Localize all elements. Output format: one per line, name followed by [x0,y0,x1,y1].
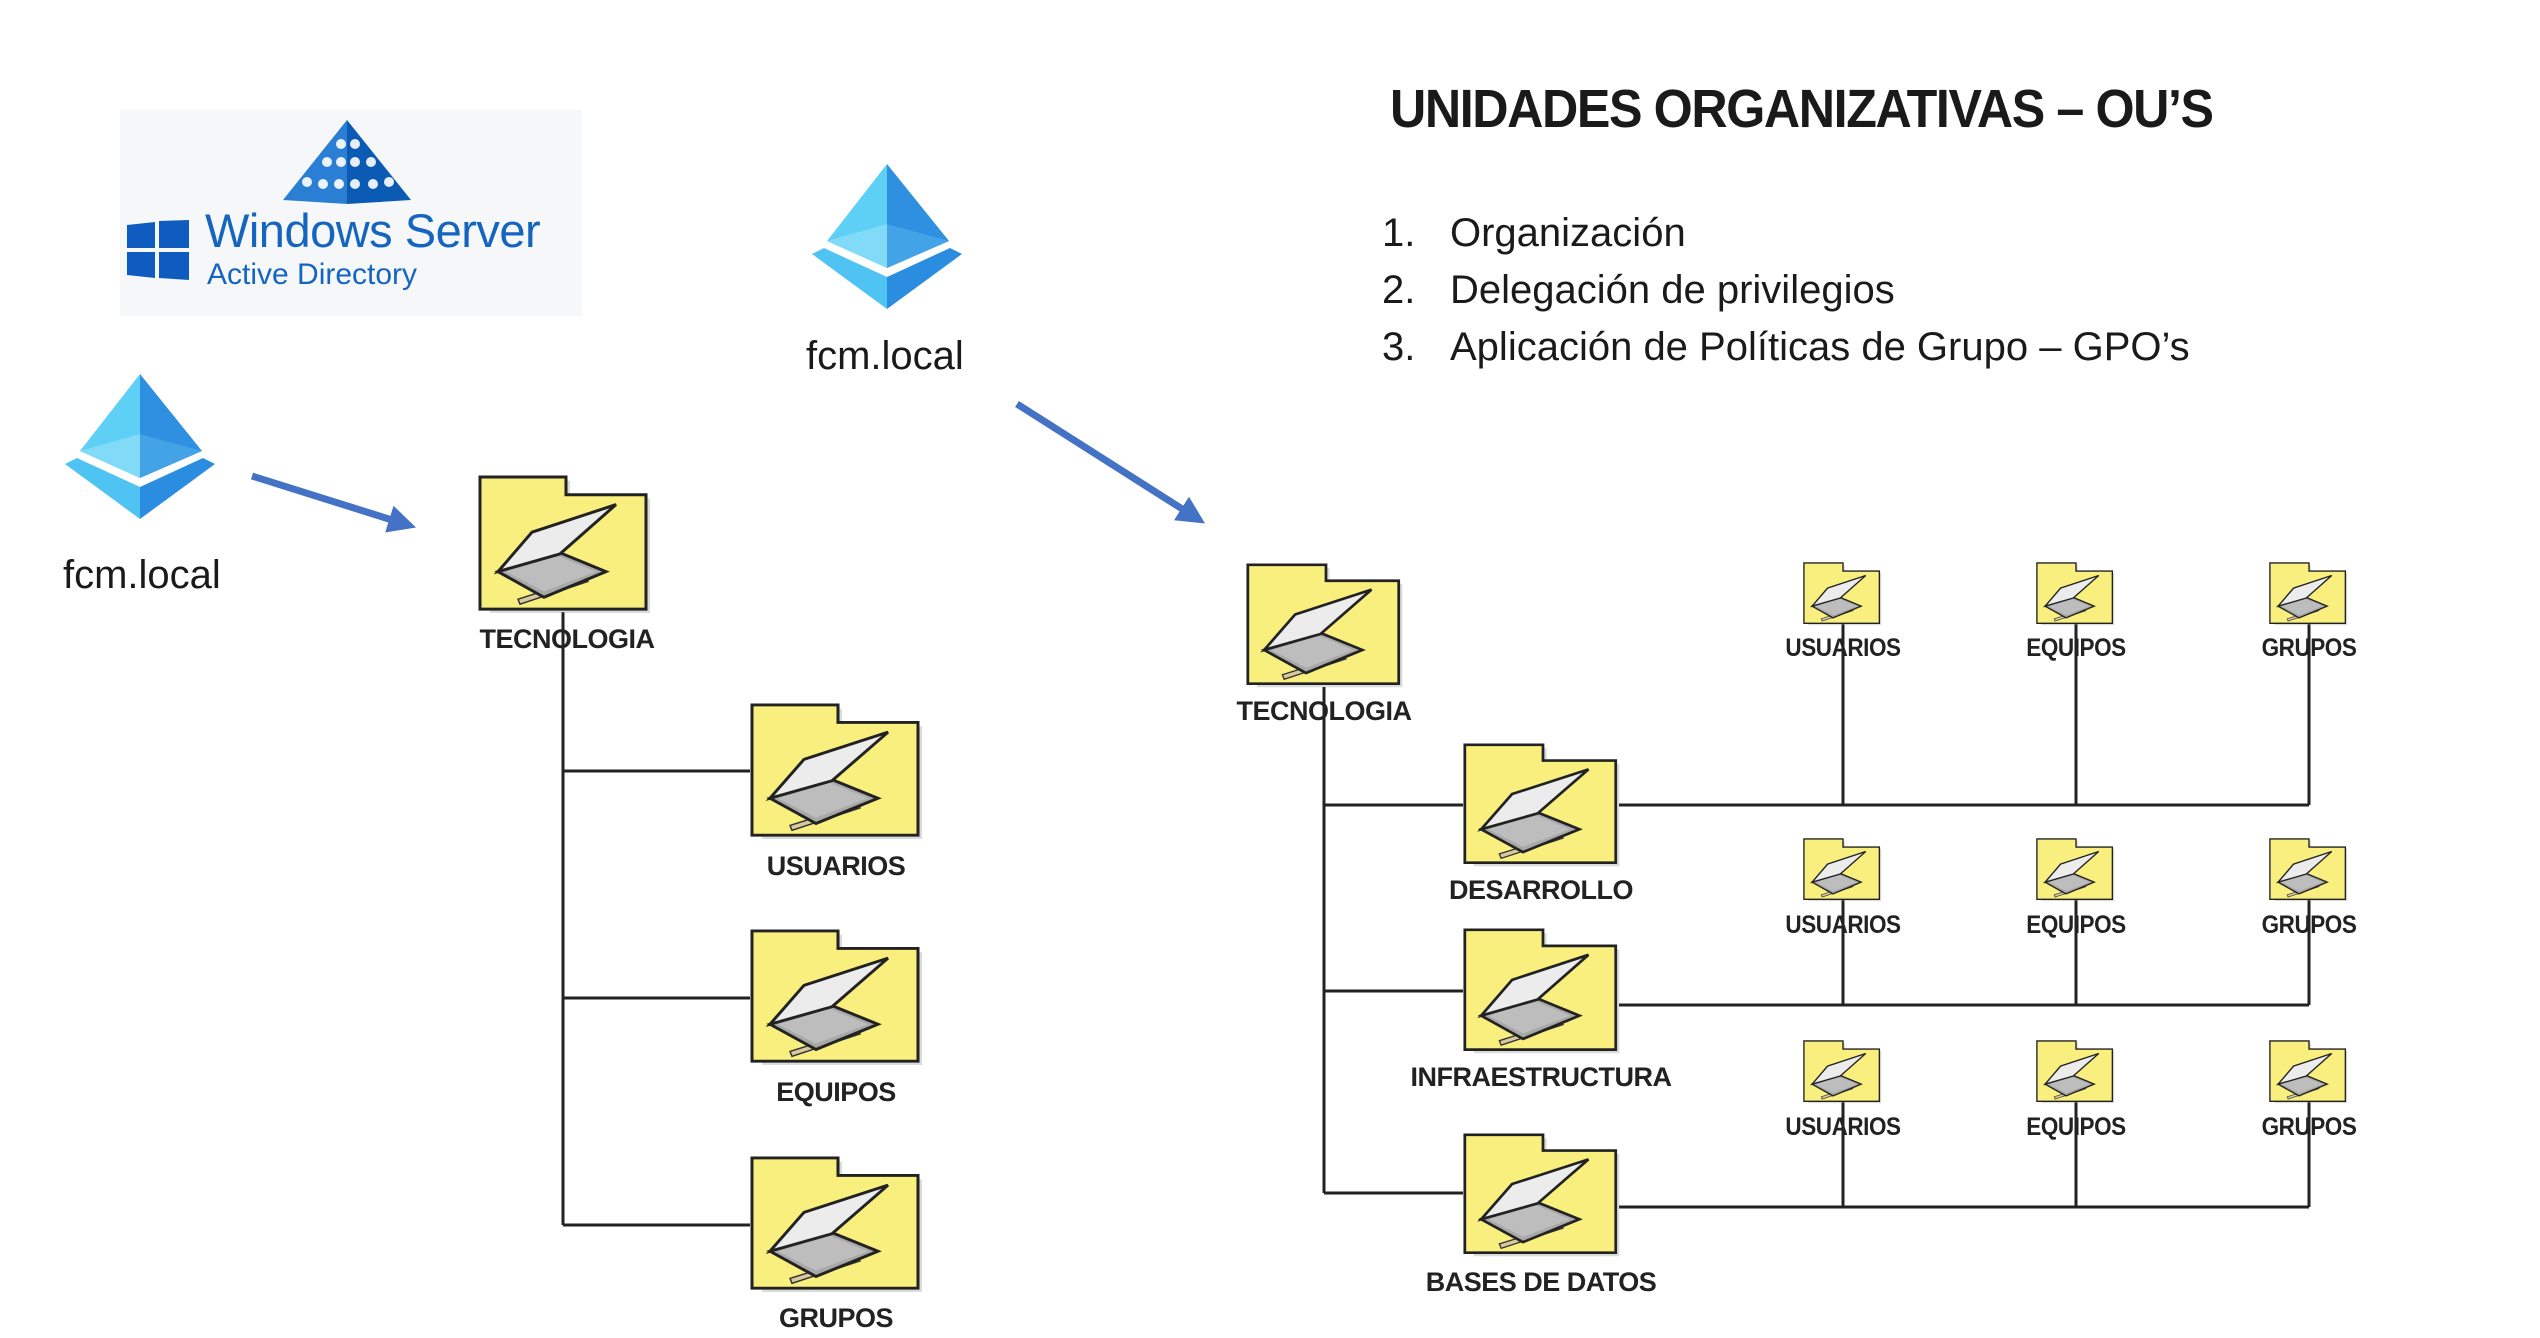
ou-folder-icon [2036,838,2115,902]
ou-label: GRUPOS [2261,911,2357,939]
ou-folder-icon [750,703,922,840]
ou-folder-equipos-left[interactable] [750,929,926,1067]
ou-folder-desarrollo-grupos[interactable] [2269,562,2349,626]
slide-title: UNIDADES ORGANIZATIVAS – OU’S [1390,79,2214,139]
ou-label: EQUIPOS [2026,634,2126,662]
ou-label: BASES DE DATOS [1425,1267,1657,1297]
ou-folder-desarrollo[interactable] [1463,743,1623,868]
ou-folder-bases-usuarios[interactable] [1803,1040,1883,1104]
ou-folder-bases-de-datos[interactable] [1463,1133,1623,1258]
ou-label: TECNOLOGIA [1236,696,1413,726]
list-item: 2. Delegación de privilegios [1382,262,2190,319]
ou-label: GRUPOS [2261,1113,2357,1141]
active-directory-subtitle: Active Directory [207,258,418,291]
ou-folder-tecnologia-right[interactable] [1246,563,1406,689]
ou-folder-icon [1803,1040,1882,1104]
ou-label: GRUPOS [778,1303,894,1333]
ou-folder-infraestructura-usuarios[interactable] [1803,838,1883,902]
ou-label: USUARIOS [766,851,906,881]
ou-folder-icon [1463,1133,1620,1257]
ou-label: GRUPOS [2261,634,2357,662]
ou-label: EQUIPOS [776,1077,896,1107]
left-arrow [250,472,417,533]
list-item: 1. Organización [1382,205,2190,262]
ou-folder-grupos-left[interactable] [750,1156,926,1294]
ou-folder-icon [1463,928,1620,1054]
azure-ad-pyramid-icon [812,164,962,309]
right-domain-label: fcm.local [806,334,964,378]
ou-folder-icon [2036,562,2115,626]
ou-label: INFRAESTRUCTURA [1410,1062,1672,1092]
list-text: Aplicación de Políticas de Grupo – GPO’s [1450,325,2190,369]
ou-folder-icon [2269,562,2348,626]
ou-label: USUARIOS [1785,1113,1901,1141]
list-text: Organización [1450,211,1686,255]
ou-label: USUARIOS [1785,911,1901,939]
ou-label: USUARIOS [1785,634,1901,662]
ou-folder-icon [2269,1040,2348,1104]
ou-label: DESARROLLO [1449,875,1634,905]
list-item: 3. Aplicación de Políticas de Grupo – GP… [1382,319,2190,376]
ou-folder-usuarios-left[interactable] [750,703,926,841]
windows-server-title: Windows Server [205,204,541,257]
list-number: 2. [1382,268,1416,312]
ou-folder-icon [478,475,650,614]
ou-purpose-list: 1. Organización 2. Delegación de privile… [1382,205,2190,376]
left-domain-label: fcm.local [63,553,221,597]
ou-folder-icon [2036,1040,2115,1104]
ou-folder-bases-equipos[interactable] [2036,1040,2116,1104]
ou-folder-icon [750,929,922,1066]
ou-folder-desarrollo-usuarios[interactable] [1803,562,1883,626]
ou-folder-icon [1803,562,1882,626]
ou-folder-tecnologia-left[interactable] [478,475,654,615]
ad-network-pyramid-icon [283,120,411,204]
right-arrow [1015,401,1206,524]
list-number: 1. [1382,211,1416,255]
ou-folder-icon [2269,838,2348,902]
ou-folder-icon [1463,743,1620,867]
ou-folder-desarrollo-equipos[interactable] [2036,562,2116,626]
ou-folder-icon [750,1156,922,1293]
ou-folder-infraestructura-equipos[interactable] [2036,838,2116,902]
ou-folder-infraestructura[interactable] [1463,928,1623,1055]
azure-ad-pyramid-icon [65,374,215,519]
list-text: Delegación de privilegios [1450,268,1895,312]
ou-label: TECNOLOGIA [479,624,656,654]
list-number: 3. [1382,325,1416,369]
windows-logo-icon [127,220,189,280]
ou-label: EQUIPOS [2026,911,2126,939]
ou-folder-icon [1246,563,1403,688]
ou-label: EQUIPOS [2026,1113,2126,1141]
ou-folder-bases-grupos[interactable] [2269,1040,2349,1104]
ou-folder-infraestructura-grupos[interactable] [2269,838,2349,902]
ou-folder-icon [1803,838,1882,902]
